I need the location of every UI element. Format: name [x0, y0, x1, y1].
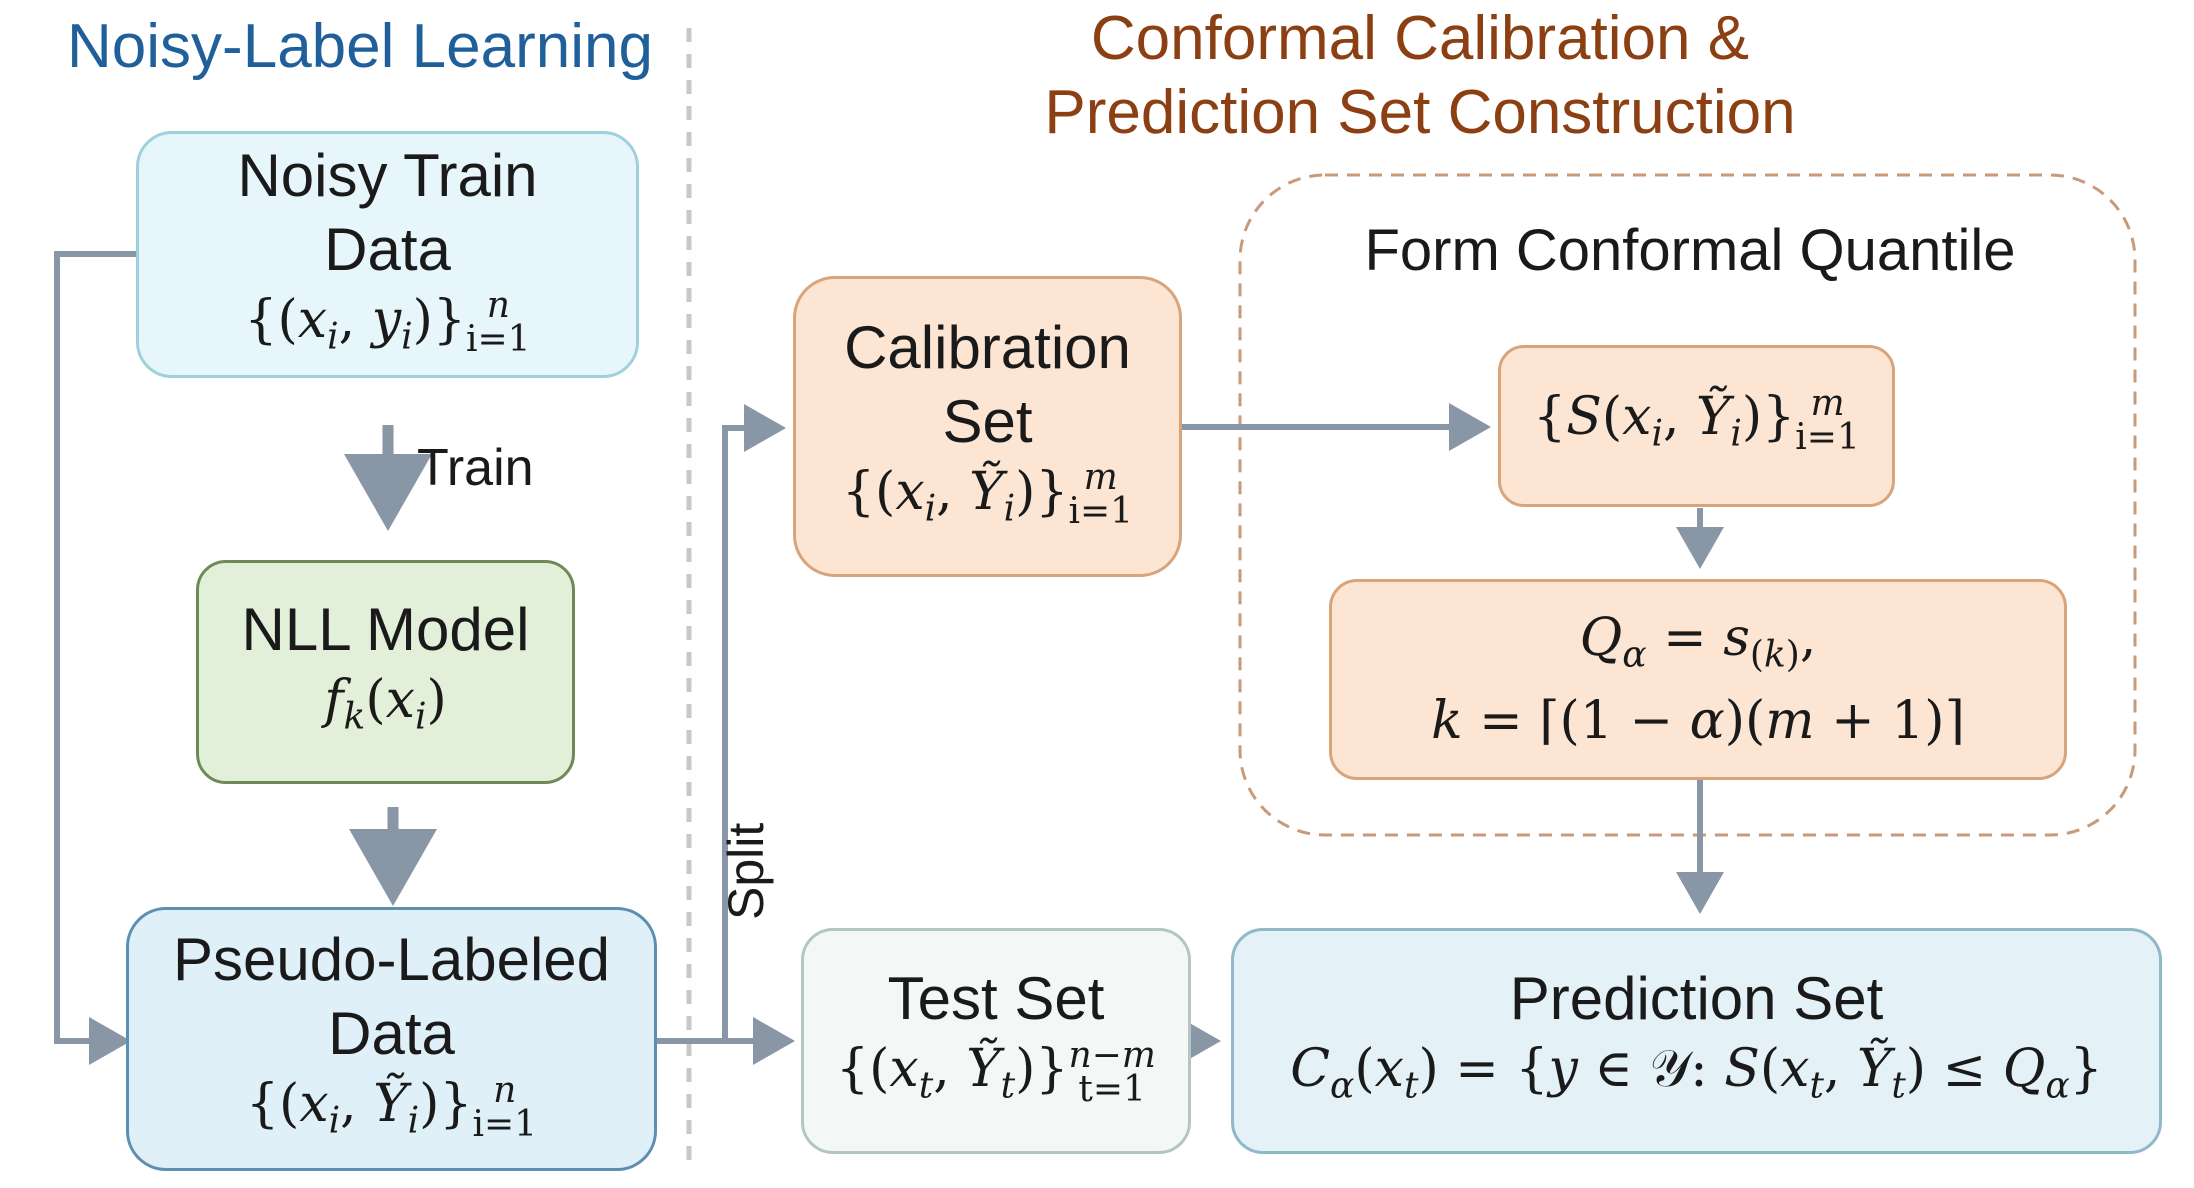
pseudo-line1: Pseudo-Labeled: [172, 926, 611, 994]
prediction-set-node: Prediction Set Cα(xt) = {y ∈ 𝒴: S(xt, Ỹt…: [1231, 928, 2162, 1154]
edge-noisy-to-pseudo: [54, 251, 136, 1065]
right-header-line1: Conformal Calibration &: [1090, 4, 1750, 73]
nll-model-node: NLL Model fk(xi): [196, 560, 575, 784]
quantile-formula-line1: Qα = s(k),: [1579, 607, 1817, 676]
left-section-header: Noisy-Label Learning: [67, 12, 653, 81]
calibration-line1: Calibration: [844, 313, 1131, 381]
split-edge-label: Split: [718, 822, 774, 920]
pseudo-line2: Data: [328, 1000, 455, 1068]
test-set-title: Test Set: [887, 965, 1105, 1033]
train-edge-label: Train: [417, 439, 534, 497]
prediction-set-math: Cα(xt) = {y ∈ 𝒴: S(xt, Ỹt) ≤ Qα}: [1290, 1039, 2103, 1107]
noisy-train-line2: Data: [324, 215, 451, 283]
prediction-set-title: Prediction Set: [1509, 965, 1884, 1033]
quantile-group-title: Form Conformal Quantile: [1364, 218, 2016, 283]
quantile-group-border: [1238, 173, 2137, 837]
nll-model-math: fk(xi): [324, 670, 447, 738]
calibration-line2: Set: [942, 387, 1033, 455]
nll-model-title: NLL Model: [241, 596, 530, 664]
right-header-line2: Prediction Set Construction: [1044, 78, 1796, 147]
edge-split-to-calibration: [722, 404, 786, 1041]
quantile-formula-node: Qα = s(k), k = ⌈(1 − α)(m + 1)⌉: [1329, 579, 2067, 780]
right-section-header: Conformal Calibration & Prediction Set C…: [980, 2, 1860, 150]
noisy-train-line1: Noisy Train: [237, 141, 538, 209]
quantile-formula-line2: k = ⌈(1 − α)(m + 1)⌉: [1431, 691, 1965, 752]
